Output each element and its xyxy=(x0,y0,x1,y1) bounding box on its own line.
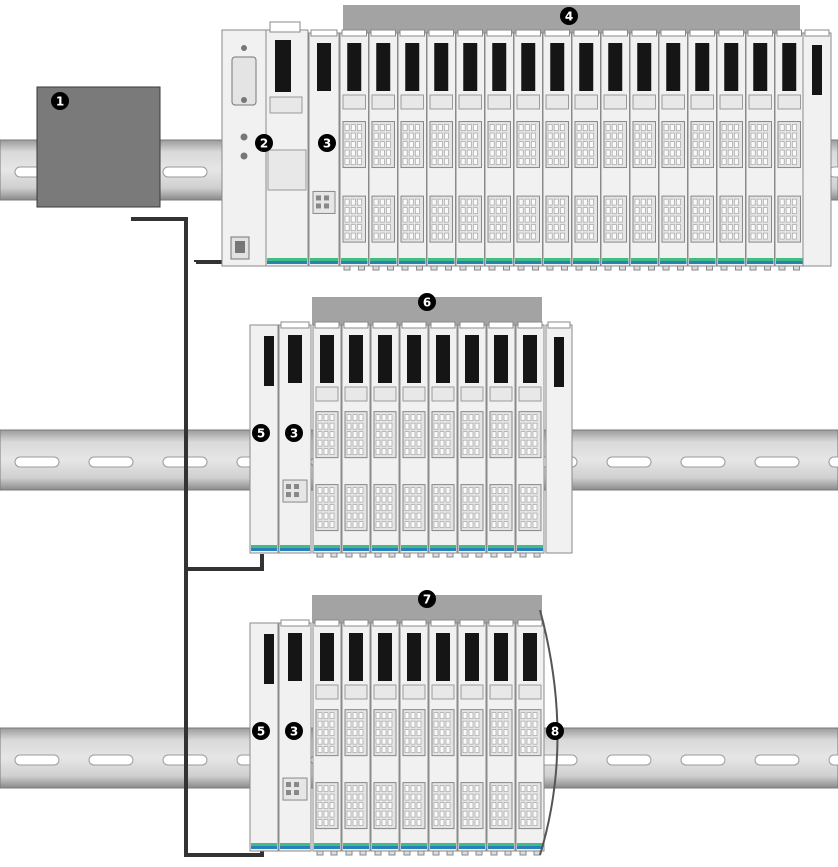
io-module-1-12 xyxy=(658,29,688,271)
island-main xyxy=(221,21,832,271)
svg-text:2: 2 xyxy=(260,137,268,151)
io-module-1-7 xyxy=(513,29,543,271)
io-module-2-4 xyxy=(399,321,429,558)
svg-text:3: 3 xyxy=(323,137,331,151)
callout-3c: 3 xyxy=(285,722,303,740)
bus-extension-module-2 xyxy=(545,321,573,554)
callout-1: 1 xyxy=(51,92,69,110)
svg-text:7: 7 xyxy=(423,593,431,607)
io-module-3-5 xyxy=(428,619,458,856)
bus-extension-module-1 xyxy=(802,29,832,267)
svg-text:1: 1 xyxy=(56,95,64,109)
io-module-1-15 xyxy=(745,29,775,271)
io-module-3-4 xyxy=(399,619,429,856)
svg-text:4: 4 xyxy=(565,10,573,24)
io-module-3-2 xyxy=(341,619,371,856)
island-extension-1 xyxy=(249,321,573,558)
io-module-2-1 xyxy=(312,321,342,558)
io-module-1-3 xyxy=(397,29,427,271)
io-module-1-6 xyxy=(484,29,514,271)
callout-6: 6 xyxy=(418,293,436,311)
svg-text:5: 5 xyxy=(257,725,265,739)
io-module-1-5 xyxy=(455,29,485,271)
callout-7: 7 xyxy=(418,590,436,608)
io-module-1-9 xyxy=(571,29,601,271)
io-module-3-1 xyxy=(312,619,342,856)
callout-3a: 3 xyxy=(318,134,336,152)
io-module-1-10 xyxy=(600,29,630,271)
io-module-1-1 xyxy=(339,29,369,271)
callout-5a: 5 xyxy=(252,424,270,442)
svg-text:6: 6 xyxy=(423,296,431,310)
io-module-1-13 xyxy=(687,29,717,271)
io-module-3-8 xyxy=(515,619,545,856)
io-module-2-2 xyxy=(341,321,371,558)
io-module-1-2 xyxy=(368,29,398,271)
io-module-1-11 xyxy=(629,29,659,271)
io-module-1-14 xyxy=(716,29,746,271)
network-interface-module xyxy=(221,29,267,267)
io-module-3-6 xyxy=(457,619,487,856)
io-module-2-8 xyxy=(515,321,545,558)
io-module-3-7 xyxy=(486,619,516,856)
svg-text:8: 8 xyxy=(551,725,559,739)
io-module-1-8 xyxy=(542,29,572,271)
svg-text:3: 3 xyxy=(290,427,298,441)
io-module-2-6 xyxy=(457,321,487,558)
io-module-2-5 xyxy=(428,321,458,558)
svg-text:3: 3 xyxy=(290,725,298,739)
callout-8: 8 xyxy=(546,722,564,740)
io-module-1-4 xyxy=(426,29,456,271)
island-extension-2 xyxy=(249,619,545,856)
io-module-3-3 xyxy=(370,619,400,856)
callout-4: 4 xyxy=(560,7,578,25)
callout-3b: 3 xyxy=(285,424,303,442)
io-module-2-3 xyxy=(370,321,400,558)
network-interface-panel xyxy=(265,21,309,267)
io-module-2-7 xyxy=(486,321,516,558)
io-module-1-16 xyxy=(774,29,804,271)
callout-2: 2 xyxy=(255,134,273,152)
svg-text:5: 5 xyxy=(257,427,265,441)
callout-5b: 5 xyxy=(252,722,270,740)
